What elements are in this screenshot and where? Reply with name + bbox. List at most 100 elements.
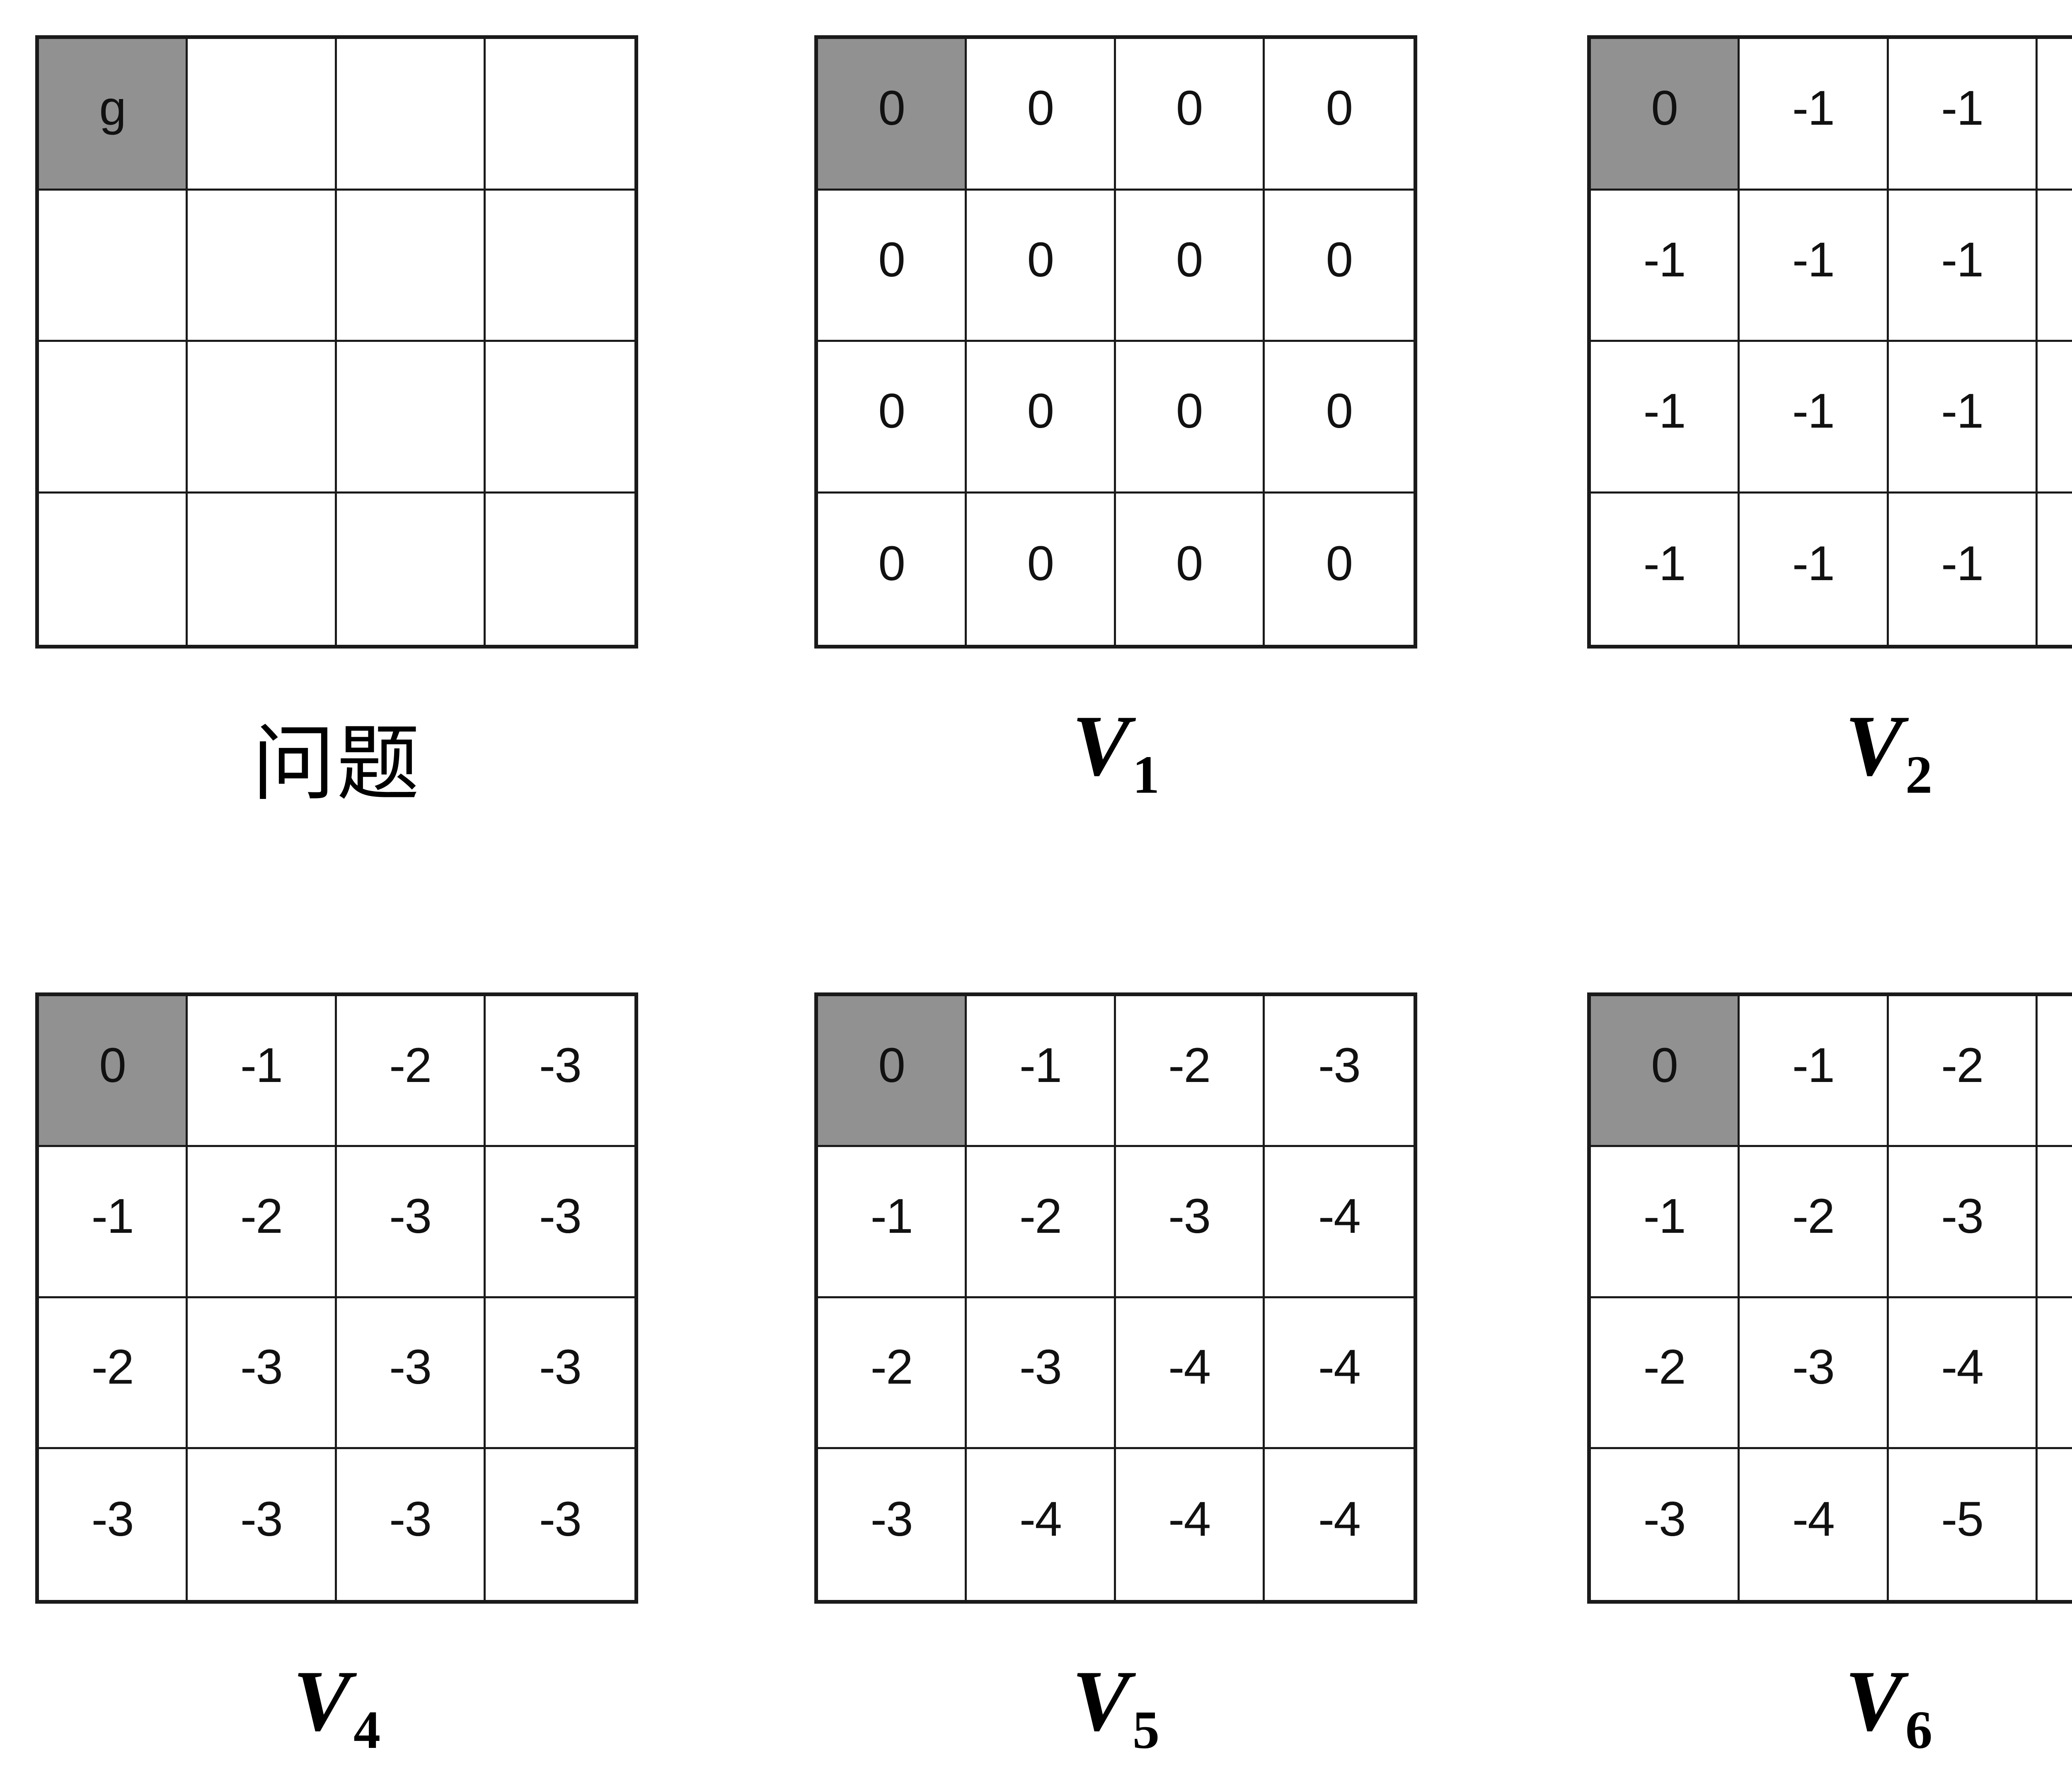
grid-cell [336, 190, 486, 342]
grid-cell: -2 [1740, 1147, 1889, 1298]
panel-caption-V2: V2 [1587, 696, 2072, 806]
grid-cell: -4 [1264, 1449, 1414, 1600]
value-grid-problem: g [35, 35, 638, 649]
caption-symbol: V [1072, 698, 1130, 794]
grid-cell: -3 [39, 1449, 188, 1600]
grid-cell: -4 [967, 1449, 1116, 1600]
grid-cell: -3 [967, 1298, 1116, 1449]
grid-cell: -3 [2037, 996, 2072, 1147]
grid-cell: -3 [1116, 1147, 1265, 1298]
grid-cell: -3 [188, 1298, 337, 1449]
caption-subscript: 6 [1905, 1700, 1933, 1760]
caption-subscript: 2 [1905, 745, 1933, 805]
grid-cell: 0 [1116, 493, 1265, 645]
grid-cell: -2 [1116, 996, 1265, 1147]
caption-subscript: 5 [1132, 1700, 1160, 1760]
panel-caption-V4: V4 [35, 1651, 638, 1761]
grid-cell: -3 [485, 1449, 634, 1600]
grid-cell: -4 [1740, 1449, 1889, 1600]
grid-cell: 0 [1264, 342, 1414, 494]
grid-cell: -5 [2037, 1449, 2072, 1600]
panel-caption-problem: 问题 [35, 696, 638, 816]
grid-cell: -5 [2037, 1298, 2072, 1449]
grid-cell: -2 [1888, 996, 2038, 1147]
grid-cell [485, 493, 634, 645]
grid-cell: 0 [1264, 39, 1414, 191]
grid-cell: -2 [967, 1147, 1116, 1298]
grid-cell: -1 [1888, 342, 2038, 494]
grid-cell: -3 [1888, 1147, 2038, 1298]
panel-caption-V6: V6 [1587, 1651, 2072, 1761]
caption-subscript: 4 [353, 1700, 381, 1760]
grid-cell: -1 [188, 996, 337, 1147]
grid-cell: -3 [818, 1449, 967, 1600]
value-grid-V2: 0-1-1-1-1-1-1-1-1-1-1-1-1-1-1-1 [1587, 35, 2072, 649]
grid-cell: -4 [1116, 1449, 1265, 1600]
grid-cell [188, 39, 337, 191]
value-grid-V4: 0-1-2-3-1-2-3-3-2-3-3-3-3-3-3-3 [35, 992, 638, 1604]
grid-cell: -1 [1740, 996, 1889, 1147]
caption-symbol: V [1844, 698, 1903, 794]
grid-cell: 0 [818, 190, 967, 342]
grid-cell: -1 [967, 996, 1116, 1147]
grid-cell [188, 342, 337, 494]
grid-cell: -1 [1740, 342, 1889, 494]
grid-cell: -1 [1888, 39, 2038, 191]
grid-cell [336, 493, 486, 645]
grid-cell: -1 [2037, 342, 2072, 494]
grid-cell: -1 [2037, 39, 2072, 191]
grid-cell: g [39, 39, 188, 191]
grid-cell: -4 [1264, 1147, 1414, 1298]
grid-cell: -3 [485, 1298, 634, 1449]
grid-cell: 0 [1116, 190, 1265, 342]
grid-cell: -1 [1888, 493, 2038, 645]
grid-cell: -1 [39, 1147, 188, 1298]
panel-V2: 0-1-1-1-1-1-1-1-1-1-1-1-1-1-1-1V2 [1587, 35, 2072, 805]
grid-cell: -3 [485, 1147, 634, 1298]
caption-symbol: 问题 [252, 716, 421, 812]
grid-cell: 0 [818, 39, 967, 191]
grid-cell: -1 [1591, 190, 1740, 342]
grid-cell: 0 [1591, 39, 1740, 191]
grid-cell: 0 [967, 493, 1116, 645]
panel-problem: g 问题 [35, 35, 638, 812]
grid-cell: 0 [818, 996, 967, 1147]
grid-cell [39, 493, 188, 645]
grid-cell: -5 [1888, 1449, 2038, 1600]
grid-cell: 0 [818, 493, 967, 645]
caption-symbol: V [1844, 1653, 1903, 1749]
grid-cell: -1 [1591, 342, 1740, 494]
grid-cell [39, 190, 188, 342]
grid-cell: -1 [818, 1147, 967, 1298]
grid-cell [336, 342, 486, 494]
grid-cell: 0 [39, 996, 188, 1147]
value-grid-V6: 0-1-2-3-1-2-3-4-2-3-4-5-3-4-5-5 [1587, 992, 2072, 1604]
grid-cell: 0 [967, 342, 1116, 494]
grid-cell [188, 493, 337, 645]
grid-cell: -4 [1888, 1298, 2038, 1449]
grid-cell [485, 190, 634, 342]
grid-cell: -2 [1591, 1298, 1740, 1449]
grid-cell [188, 190, 337, 342]
grid-cell: 0 [1116, 39, 1265, 191]
panel-caption-V1: V1 [814, 696, 1417, 806]
grid-cell: 0 [1264, 190, 1414, 342]
grid-cell: -1 [2037, 493, 2072, 645]
grid-cell [336, 39, 486, 191]
grid-cell: -4 [1116, 1298, 1265, 1449]
panel-V6: 0-1-2-3-1-2-3-4-2-3-4-5-3-4-5-5V6 [1587, 992, 2072, 1760]
grid-cell: -3 [1264, 996, 1414, 1147]
grid-cell: -3 [188, 1449, 337, 1600]
grid-cell: -2 [336, 996, 486, 1147]
grid-cell [39, 342, 188, 494]
value-grid-V5: 0-1-2-3-1-2-3-4-2-3-4-4-3-4-4-4 [814, 992, 1417, 1604]
grid-cell: -1 [1591, 1147, 1740, 1298]
grid-cell: -4 [1264, 1298, 1414, 1449]
caption-symbol: V [1072, 1653, 1130, 1749]
grid-cell: 0 [1264, 493, 1414, 645]
grid-cell: -3 [1591, 1449, 1740, 1600]
grid-cell: -2 [188, 1147, 337, 1298]
grid-cell: 0 [1116, 342, 1265, 494]
grid-cell: 0 [818, 342, 967, 494]
